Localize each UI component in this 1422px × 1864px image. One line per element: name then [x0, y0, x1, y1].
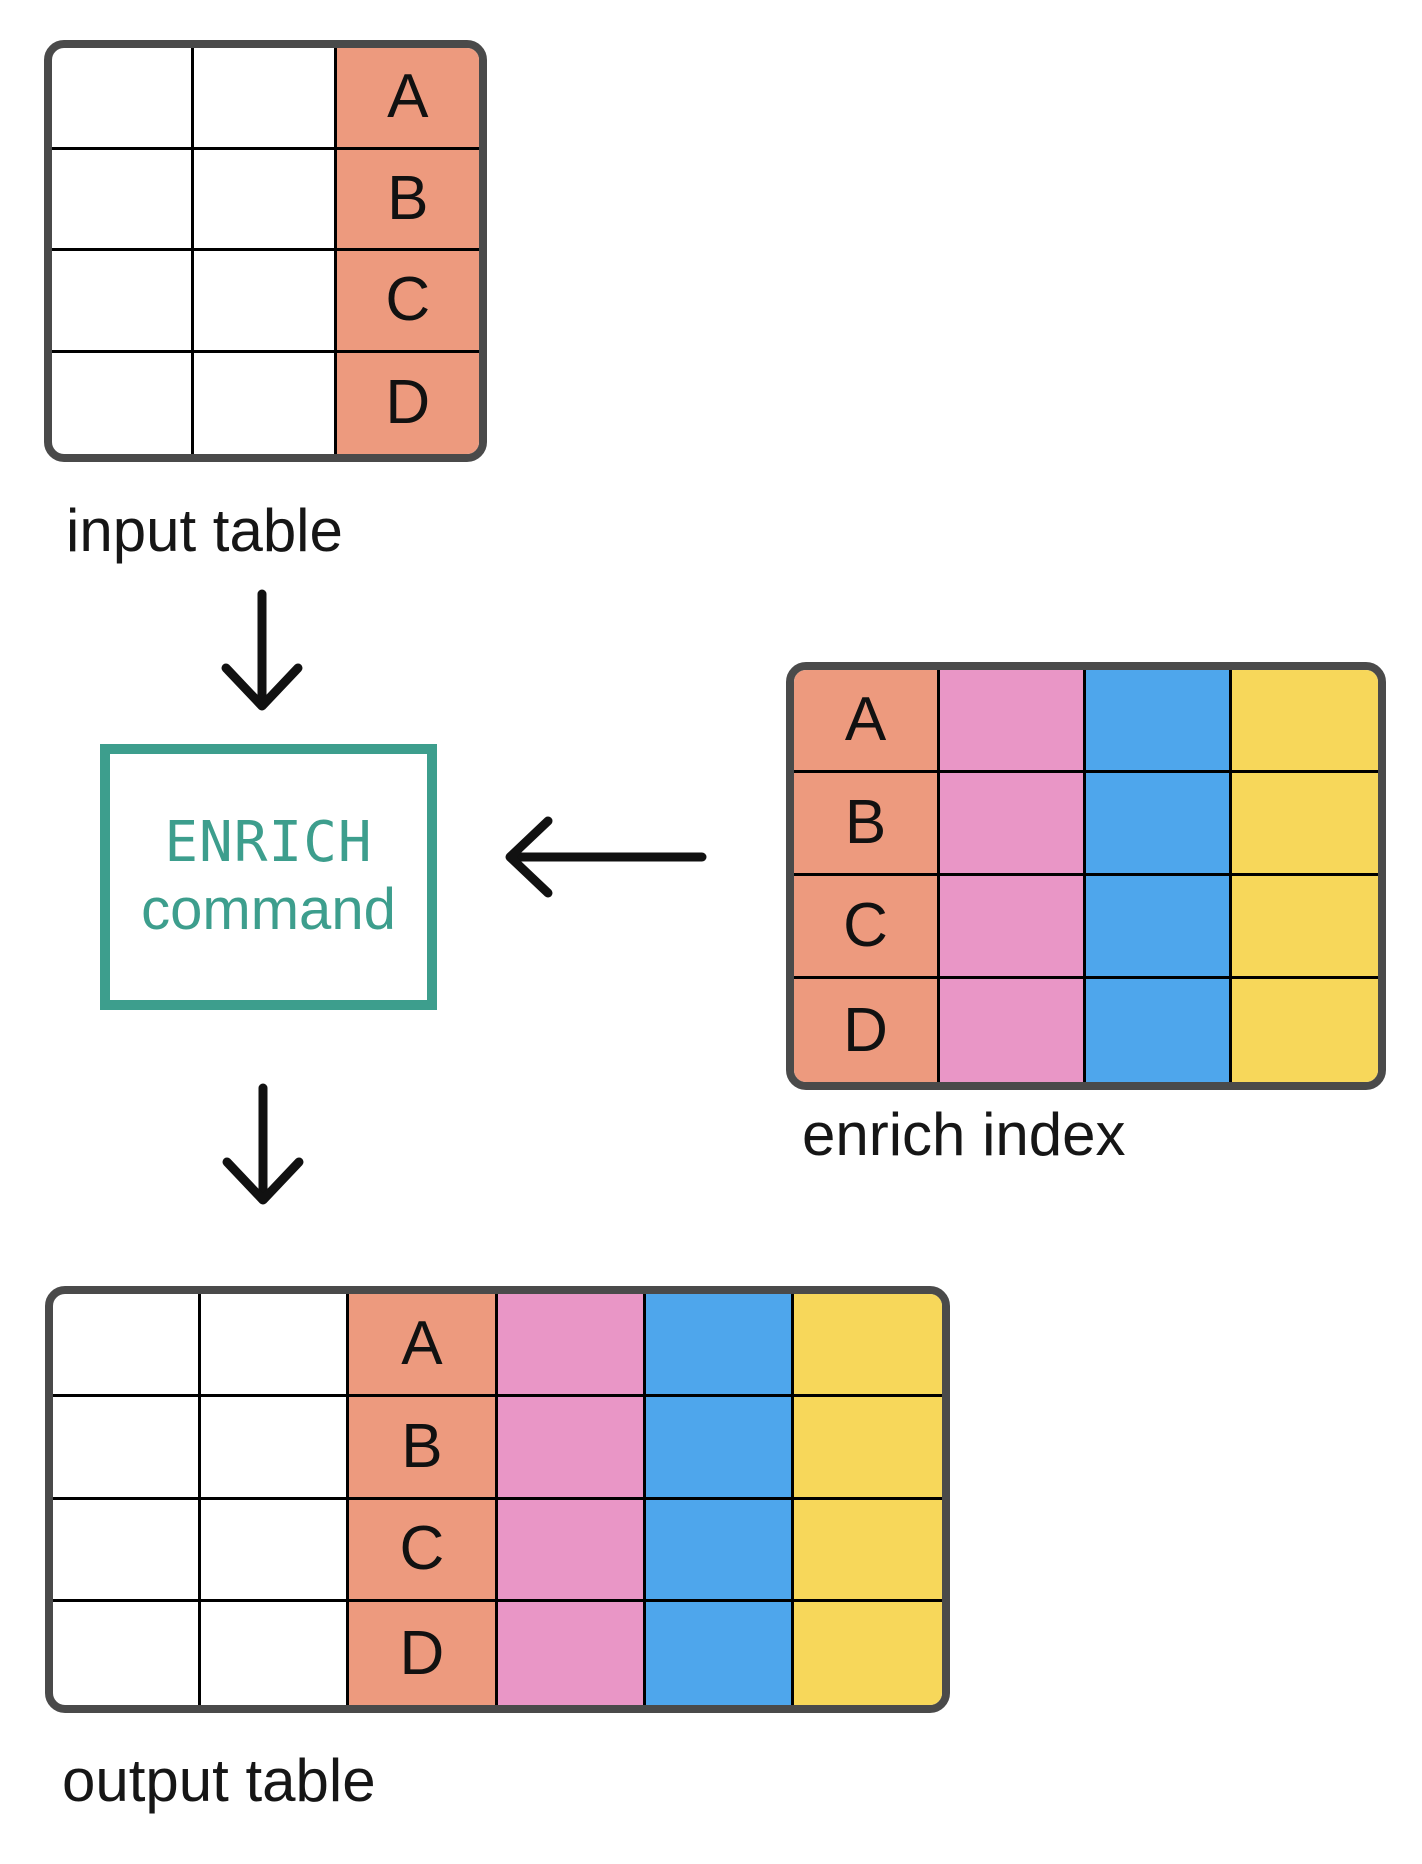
enrich-index-table-cell-r1c3	[1086, 670, 1232, 773]
enrich-index-table-cell-r4c1: D	[794, 979, 940, 1082]
input-table-cell-r1c2	[194, 48, 337, 150]
enrich-index-table-cell-r4c3	[1086, 979, 1232, 1082]
output-table-cell-r3c6	[793, 1499, 942, 1603]
output-table-cell-r3c1	[53, 1499, 202, 1603]
enrich-index-table-cell-r2c2	[940, 773, 1086, 876]
down-arrow-input-to-command	[216, 588, 308, 714]
enrich-command-box: ENRICH command	[100, 744, 437, 1010]
input-table-cell-r2c1	[52, 149, 195, 251]
enrich-index-table-cell-r3c3	[1086, 876, 1232, 979]
output-table-cell-r1c4	[497, 1294, 646, 1397]
enrich-index-table-cell-r4c4	[1232, 979, 1378, 1082]
output-table-cell-r3c5	[645, 1499, 794, 1603]
enrich-command-keyword: ENRICH	[164, 810, 373, 875]
output-table-cell-r1c2	[201, 1294, 350, 1397]
enrich-command-word: command	[141, 877, 396, 942]
input-table-cell-r2c3: B	[336, 149, 479, 251]
output-table-cell-r4c2	[201, 1602, 350, 1705]
output-table-cell-r4c6	[793, 1602, 942, 1705]
output-table-cell-r3c3: C	[349, 1499, 498, 1603]
output-table-cell-r4c3: D	[349, 1602, 498, 1705]
input-table-cell-r4c3: D	[336, 352, 479, 454]
enrich-index-table-cell-r3c2	[940, 876, 1086, 979]
output-table-cell-r2c2	[201, 1396, 350, 1500]
input-table-cell-r1c3: A	[336, 48, 479, 150]
left-arrow-index-to-command	[500, 812, 710, 902]
output-table-cell-r2c6	[793, 1396, 942, 1500]
output-table-cell-r3c2	[201, 1499, 350, 1603]
output-table-cell-r2c1	[53, 1396, 202, 1500]
output-table-cell-r1c5	[645, 1294, 794, 1397]
enrich-index-label: enrich index	[802, 1101, 1126, 1168]
output-table-label: output table	[62, 1747, 376, 1814]
input-table-cell-r3c1	[52, 251, 195, 353]
output-table-cell-r3c4	[497, 1499, 646, 1603]
input-table-cell-r2c2	[194, 149, 337, 251]
enrich-index-table-cell-r3c4	[1232, 876, 1378, 979]
output-table-cell-r2c3: B	[349, 1396, 498, 1500]
enrich-index-table-cell-r1c2	[940, 670, 1086, 773]
enrich-index-table-cell-r2c3	[1086, 773, 1232, 876]
enrich-index-table-cell-r2c1: B	[794, 773, 940, 876]
input-table-label: input table	[66, 497, 343, 564]
output-table-cell-r1c3: A	[349, 1294, 498, 1397]
output-table-cell-r2c4	[497, 1396, 646, 1500]
input-table-cell-r3c2	[194, 251, 337, 353]
output-table-cell-r4c1	[53, 1602, 202, 1705]
enrich-index-table-cell-r1c4	[1232, 670, 1378, 773]
output-table-cell-r2c5	[645, 1396, 794, 1500]
output-table-cell-r4c4	[497, 1602, 646, 1705]
input-table-cell-r4c2	[194, 352, 337, 454]
enrich-index-table-cell-r4c2	[940, 979, 1086, 1082]
down-arrow-command-to-output	[217, 1082, 309, 1208]
input-table-cell-r1c1	[52, 48, 195, 150]
input-table-cell-r4c1	[52, 352, 195, 454]
output-table-cell-r1c6	[793, 1294, 942, 1397]
output-table-cell-r4c5	[645, 1602, 794, 1705]
input-table-cell-r3c3: C	[336, 251, 479, 353]
enrich-index-table-cell-r3c1: C	[794, 876, 940, 979]
enrich-index-table-cell-r2c4	[1232, 773, 1378, 876]
output-table-cell-r1c1	[53, 1294, 202, 1397]
enrich-index-table-cell-r1c1: A	[794, 670, 940, 773]
